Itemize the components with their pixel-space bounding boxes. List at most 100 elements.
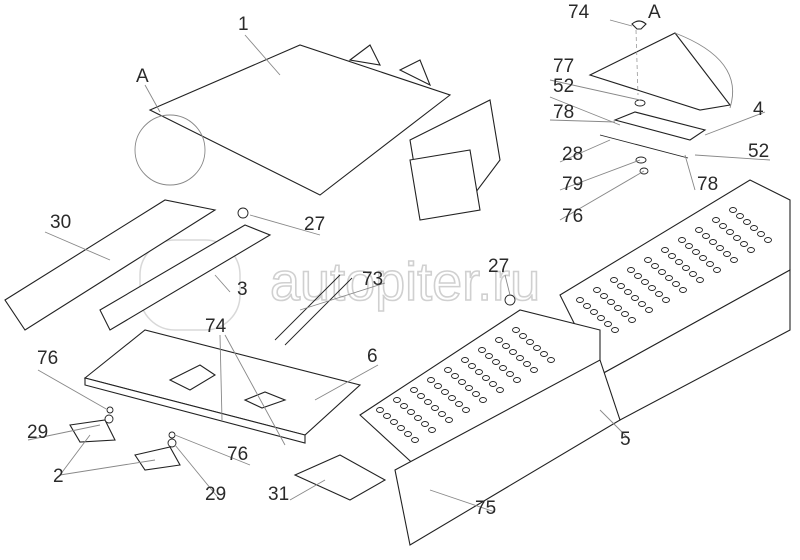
perforation-hole (740, 241, 748, 247)
label-part-52-right: 52 (748, 141, 769, 162)
perforation-hole (458, 379, 466, 385)
perforation-hole (414, 415, 422, 421)
perforation-hole (713, 267, 721, 273)
label-part-52-left: 52 (553, 76, 574, 97)
perforation-hole (583, 303, 591, 309)
perforation-hole (709, 239, 717, 245)
perforation-hole (492, 359, 500, 365)
perforation-hole (509, 349, 517, 355)
perforation-hole (417, 393, 425, 399)
detail-a-circle (134, 114, 206, 186)
perforation-hole (682, 265, 690, 271)
perforation-hole (614, 305, 622, 311)
perforation-hole (523, 361, 531, 367)
watermark-logo (139, 239, 241, 331)
perforation-hole (695, 227, 703, 233)
perforation-hole (723, 251, 731, 257)
perforation-hole (376, 407, 384, 413)
perforation-hole (448, 395, 456, 401)
leader-lines (27, 19, 771, 513)
perforation-hole (455, 401, 463, 407)
perforation-hole (604, 321, 612, 327)
perforation-hole (462, 407, 470, 413)
perforation-hole (624, 289, 632, 295)
perforation-hole (485, 353, 493, 359)
perforation-hole (617, 283, 625, 289)
perforation-hole (441, 389, 449, 395)
perforation-hole (668, 253, 676, 259)
perforation-hole (702, 233, 710, 239)
label-part-6: 6 (367, 346, 378, 367)
perforation-hole (411, 437, 419, 443)
perforation-hole (627, 267, 635, 273)
cover-part-1 (148, 44, 501, 221)
perforation-hole (716, 245, 724, 251)
perforation-hole (475, 369, 483, 375)
perforation-hole (576, 297, 584, 303)
perforation-hole (397, 425, 405, 431)
perforation-hole (696, 277, 704, 283)
perforation-hole (621, 311, 629, 317)
perforation-hole (610, 277, 618, 283)
perforation-hole (679, 287, 687, 293)
perforation-hole (390, 419, 398, 425)
perforation-hole (662, 297, 670, 303)
perforation-hole (424, 399, 432, 405)
perforations (376, 207, 772, 443)
perforation-hole (750, 225, 758, 231)
label-part-30: 30 (50, 212, 71, 233)
label-part-76-top: 76 (562, 206, 583, 227)
label-part-29-mid: 29 (205, 484, 226, 505)
label-view-a-left: A (136, 66, 149, 87)
label-part-75: 75 (475, 498, 496, 519)
perforation-hole (410, 387, 418, 393)
label-part-73: 73 (362, 269, 383, 290)
perforation-hole (590, 309, 598, 315)
perforation-hole (736, 213, 744, 219)
perforation-hole (634, 273, 642, 279)
perforation-hole (689, 271, 697, 277)
perforation-hole (393, 397, 401, 403)
label-part-76-mid: 76 (227, 444, 248, 465)
label-part-74-mid: 74 (205, 316, 227, 337)
perforation-hole (631, 295, 639, 301)
perforation-hole (692, 249, 700, 255)
perforation-hole (516, 355, 524, 361)
perforation-hole (519, 333, 527, 339)
perforation-hole (678, 237, 686, 243)
perforation-hole (512, 327, 520, 333)
label-part-27-right: 27 (488, 256, 509, 277)
perforation-hole (495, 337, 503, 343)
perforation-hole (712, 217, 720, 223)
label-part-2: 2 (53, 466, 64, 487)
label-part-74-top: 74 (568, 2, 590, 23)
perforation-hole (593, 287, 601, 293)
perforation-hole (513, 377, 521, 383)
perforation-hole (404, 431, 412, 437)
perforation-hole (499, 365, 507, 371)
perforation-hole (661, 247, 669, 253)
perforation-hole (400, 403, 408, 409)
watermark-text: autopiter.ru (270, 252, 540, 312)
perforation-hole (489, 381, 497, 387)
perforation-hole (733, 235, 741, 241)
perforation-hole (607, 299, 615, 305)
perforation-hole (743, 219, 751, 225)
label-part-3: 3 (237, 279, 248, 300)
label-view-a-right: A (648, 2, 661, 23)
label-part-76-left: 76 (37, 348, 58, 369)
perforation-hole (540, 351, 548, 357)
panel-part-30 (4, 199, 217, 331)
perforation-hole (600, 293, 608, 299)
label-part-77: 77 (553, 56, 574, 77)
perforation-hole (628, 317, 636, 323)
perforation-hole (645, 307, 653, 313)
base-part-6 (83, 329, 362, 444)
perforation-hole (526, 339, 534, 345)
perforation-hole (675, 259, 683, 265)
detail-a-view (588, 20, 734, 175)
label-part-28: 28 (562, 144, 583, 165)
perforation-hole (472, 391, 480, 397)
